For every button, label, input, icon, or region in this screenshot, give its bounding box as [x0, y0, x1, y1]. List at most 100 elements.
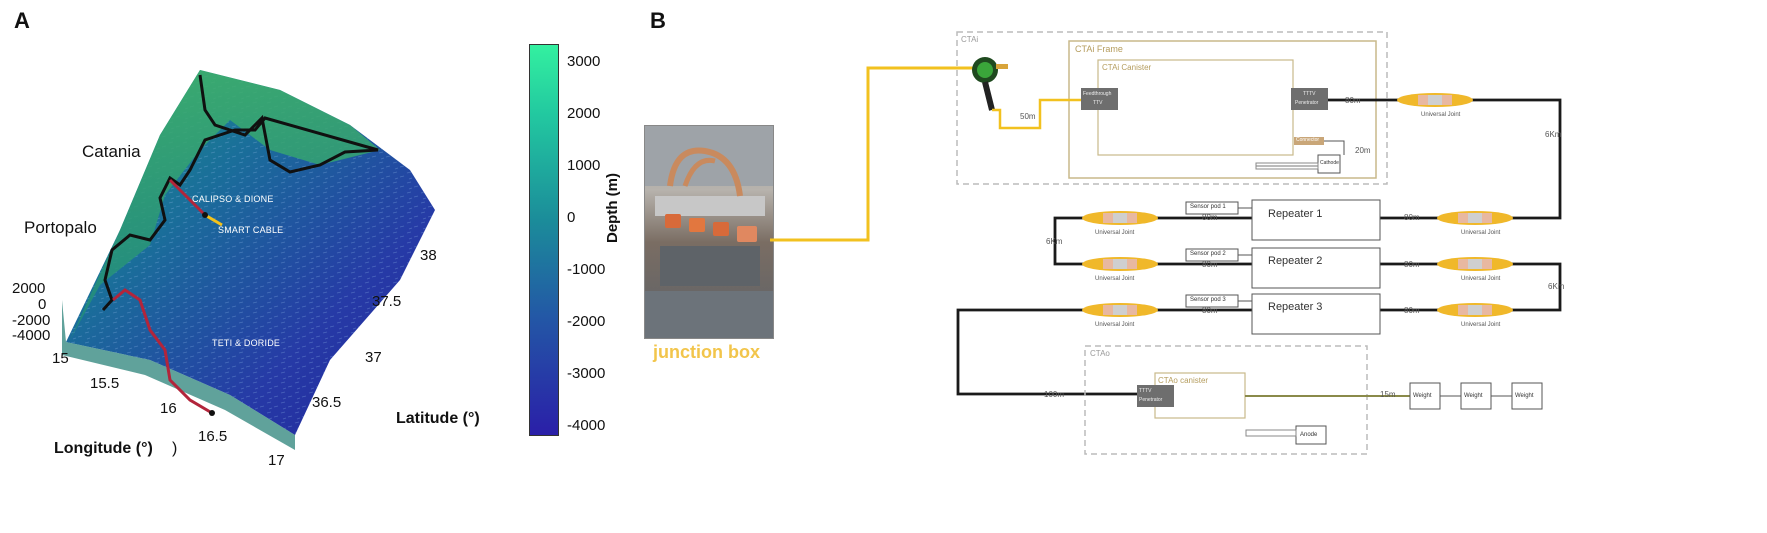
x-axis-title: Longitude (°) — [54, 440, 153, 457]
connector-label: Connector — [1296, 137, 1320, 143]
joint-1 — [1397, 93, 1473, 107]
feedthrough-sub-label: TTV — [1093, 100, 1103, 106]
seg-8 — [1510, 262, 1562, 312]
joint-label-7: Universal Joint — [1095, 322, 1135, 328]
ctai-canister — [1097, 59, 1294, 156]
land-region — [70, 70, 380, 340]
joint-2 — [1437, 211, 1513, 225]
lon-tick: 15.5 — [90, 375, 120, 392]
seg-2 — [1470, 98, 1562, 220]
colorbar-tick: 2000 — [567, 105, 601, 122]
colorbar-tick: 1000 — [567, 157, 601, 174]
sensor-pod-2-label: Sensor pod 2 — [1190, 251, 1226, 257]
length-80m-e: 80m — [1404, 260, 1420, 269]
junction-box-photo — [644, 125, 774, 339]
weight-2-box — [1460, 382, 1492, 410]
lat-tick: 37 — [365, 349, 382, 366]
joint-7 — [1082, 303, 1158, 317]
joint-label-1: Universal Joint — [1421, 112, 1461, 118]
seg-11 — [956, 308, 1137, 396]
lon-tick: 16 — [160, 400, 177, 417]
joint-label-5: Universal Joint — [1461, 276, 1501, 282]
joint-6 — [1437, 303, 1513, 317]
lat-tick: 38 — [420, 247, 437, 264]
lon-tick: 15 — [52, 350, 69, 367]
cable-node-teti — [209, 410, 215, 416]
ctao-penetrator-sub-label: Penetrator — [1139, 397, 1163, 403]
length-80m-f: 80m — [1404, 306, 1420, 315]
length-80m-b: 80m — [1404, 213, 1420, 222]
label-teti: TETI & DORIDE — [212, 338, 281, 348]
junction-box-label: junction box — [653, 342, 760, 362]
lat-tick: 36.5 — [312, 394, 342, 411]
lon-tick: 17 — [268, 452, 285, 469]
wet-connector-icon — [972, 57, 1008, 111]
sensor-pod-1-label: Sensor pod 1 — [1190, 204, 1226, 210]
weight-label-1: Weight — [1413, 393, 1432, 399]
repeater-2-box — [1251, 247, 1381, 289]
colorbar-tick: -4000 — [567, 417, 606, 434]
colorbar-tick: 3000 — [567, 53, 601, 70]
length-20m: 20m — [1355, 146, 1371, 155]
colorbar — [529, 44, 559, 436]
repeater-2-label: Repeater 2 — [1268, 255, 1323, 267]
length-80m-c: 80m — [1202, 213, 1218, 222]
sensor-pod-3-label: Sensor pod 3 — [1190, 297, 1226, 303]
label-calipso: CALIPSO & DIONE — [192, 194, 274, 204]
ctai-frame — [1068, 40, 1377, 179]
panel-b-letter: B — [650, 8, 666, 33]
lon-tick: 16.5 — [198, 428, 228, 445]
length-80m-d: 80m — [1202, 260, 1218, 269]
repeater-1-label: Repeater 1 — [1268, 208, 1323, 220]
joint-label-6: Universal Joint — [1461, 322, 1501, 328]
joint-5 — [1437, 257, 1513, 271]
ctao-label: CTAo — [1090, 349, 1110, 358]
joint-label-4: Universal Joint — [1095, 276, 1135, 282]
anode-rod — [1245, 429, 1297, 437]
joint-4 — [1082, 257, 1158, 271]
repeater-3-label: Repeater 3 — [1268, 301, 1323, 313]
joint-3 — [1082, 211, 1158, 225]
seg-5 — [1053, 216, 1085, 266]
cathode-label: Cathode — [1320, 160, 1339, 166]
colorbar-tick: -3000 — [567, 365, 606, 382]
ctao-penetrator-label: TTTV — [1139, 388, 1152, 394]
weight-label-3: Weight — [1515, 393, 1534, 399]
penetrator-box — [1291, 88, 1328, 110]
ctai-label: CTAi — [961, 35, 979, 44]
cable-calipso — [168, 178, 207, 217]
ctao-canister-label: CTAo canister — [1158, 376, 1209, 385]
label-catania: Catania — [82, 142, 141, 161]
anode-label: Anode — [1300, 432, 1318, 438]
penetrator-label: TTTV — [1303, 91, 1316, 97]
length-6km-b: 6Km — [1046, 237, 1063, 246]
colorbar-tick: -1000 — [567, 261, 606, 278]
lat-tick: 37.5 — [372, 293, 402, 310]
cable-50m — [992, 98, 1081, 130]
z-tick: -2000 — [12, 312, 51, 329]
cable-smart — [204, 213, 223, 227]
weight-label-2: Weight — [1464, 393, 1483, 399]
repeater-1-box — [1251, 199, 1381, 241]
feedthrough-label: Feedthrough — [1083, 91, 1112, 97]
repeater-3-box — [1251, 293, 1381, 335]
ctao-dashed-box — [1084, 345, 1368, 455]
terrain-map — [62, 70, 435, 450]
feedthrough-box — [1081, 88, 1118, 110]
panel-a-letter: A — [14, 8, 30, 33]
connector-box — [1294, 137, 1324, 145]
joint-label-3: Universal Joint — [1095, 230, 1135, 236]
colorbar-tick: -2000 — [567, 313, 606, 330]
penetrator-sub-label: Penetrator — [1295, 100, 1319, 106]
ctai-frame-label: CTAi Frame — [1075, 44, 1123, 54]
length-6km-a: 6Km — [1545, 130, 1562, 139]
main-cable — [770, 66, 975, 242]
length-15m: 15m — [1380, 390, 1396, 399]
ctao-penetrator-box — [1137, 385, 1174, 407]
x-axis-title-paren: ) — [172, 440, 178, 457]
length-100m: 100m — [1044, 390, 1065, 399]
label-portopalo: Portopalo — [24, 218, 97, 237]
colorbar-tick: 0 — [567, 209, 576, 226]
terrain-wall-left — [62, 300, 295, 450]
